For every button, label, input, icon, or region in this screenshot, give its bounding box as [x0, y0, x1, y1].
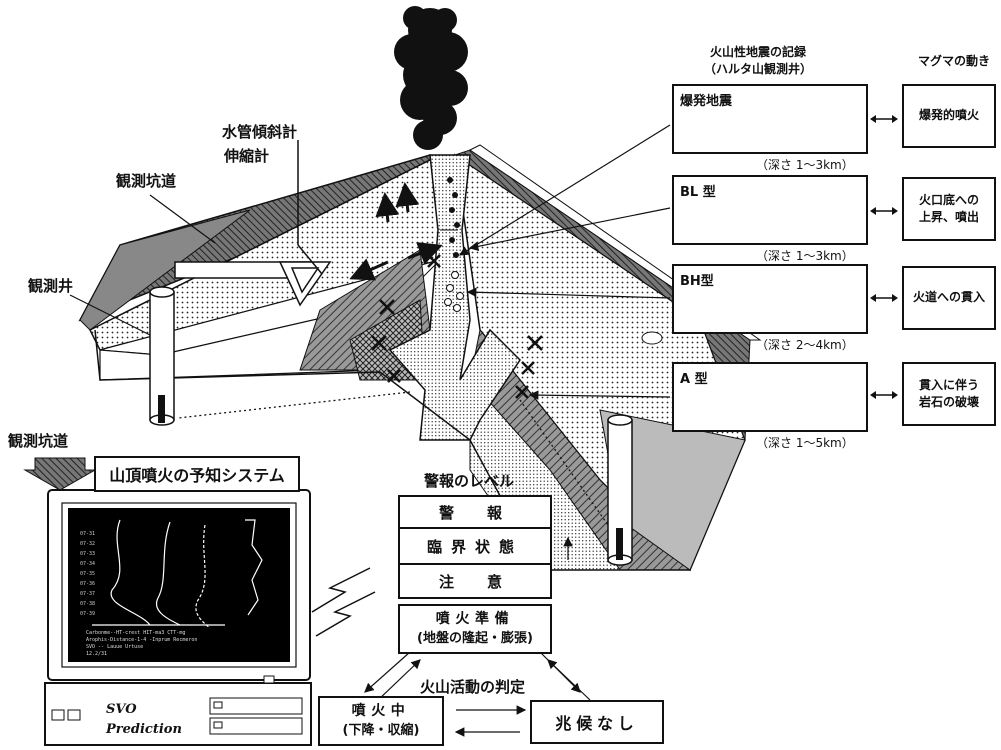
warning-levels-title: 警報のレベル	[424, 470, 514, 491]
judgement-label: 火山活動の判定	[420, 676, 525, 697]
seismogram-box-explosion: 爆発地震	[672, 84, 868, 154]
earthquake-type-label: 爆発地震	[680, 90, 732, 109]
svg-text:07-31: 07-31	[80, 531, 95, 537]
tiltmeter-label: 水管傾斜計 伸縮計	[222, 120, 297, 168]
seismogram-box-a: A 型	[672, 362, 868, 432]
warning-level-critical: 臨界状態	[398, 529, 552, 565]
erupting-box: 噴火中 (下降・収縮)	[318, 696, 444, 746]
warning-level-alarm: 警 報	[398, 495, 552, 529]
svg-text:07-38: 07-38	[80, 601, 95, 607]
svg-text:07-39: 07-39	[80, 611, 95, 617]
well-label: 観測井	[28, 275, 73, 296]
magma-box-rise: 火口底への 上昇、噴出	[902, 177, 996, 241]
depth-label: （深さ 1～3km）	[756, 247, 854, 264]
svg-text:07-35: 07-35	[80, 571, 95, 577]
seismogram-box-bl: BL 型	[672, 175, 868, 245]
depth-label: （深さ 2～4km）	[756, 336, 854, 353]
earthquake-type-label: BH型	[680, 270, 714, 289]
magma-box-rock-fracture: 貫入に伴う 岩石の破壊	[902, 362, 996, 426]
warning-level-caution: 注 意	[398, 565, 552, 599]
seismogram-box-bh: BH型	[672, 264, 868, 334]
svg-text:07-32: 07-32	[80, 541, 95, 547]
eruption-plume	[394, 6, 468, 150]
earthquake-type-label: A 型	[680, 368, 708, 387]
tunnel-label: 観測坑道	[116, 170, 176, 191]
no-sign-box: 兆候なし	[530, 700, 664, 744]
depth-label: （深さ 1～3km）	[756, 156, 854, 173]
eruption-preparation-box: 噴火準備 (地盤の隆起・膨張)	[398, 604, 552, 654]
down-arrow-icon	[25, 458, 95, 490]
svg-text:07-36: 07-36	[80, 581, 95, 587]
observation-well-right	[608, 415, 632, 565]
depth-label: （深さ 1～5km）	[756, 434, 854, 451]
magma-box-intrusion: 火道への貫入	[902, 266, 996, 330]
magma-box-explosive: 爆発的噴火	[902, 84, 996, 148]
magma-movement-title: マグマの動き	[918, 52, 990, 69]
seismic-records-title: 火山性地震の記録 （ハルタ山観測井）	[704, 44, 812, 78]
earthquake-type-label: BL 型	[680, 181, 716, 200]
observation-well-left	[150, 287, 174, 425]
svg-text:07-34: 07-34	[80, 561, 95, 567]
tunnel-bottom-label: 観測坑道	[8, 430, 68, 451]
svg-text:07-37: 07-37	[80, 591, 95, 597]
monitor-screen-readout: Carbonme--HT-crest HIT-ma3 CTT-mg Arophi…	[86, 630, 197, 658]
prediction-system-title: 山頂噴火の予知システム	[94, 456, 300, 492]
svg-text:07-33: 07-33	[80, 551, 95, 557]
svo-label: SVO Prediction	[106, 700, 182, 740]
